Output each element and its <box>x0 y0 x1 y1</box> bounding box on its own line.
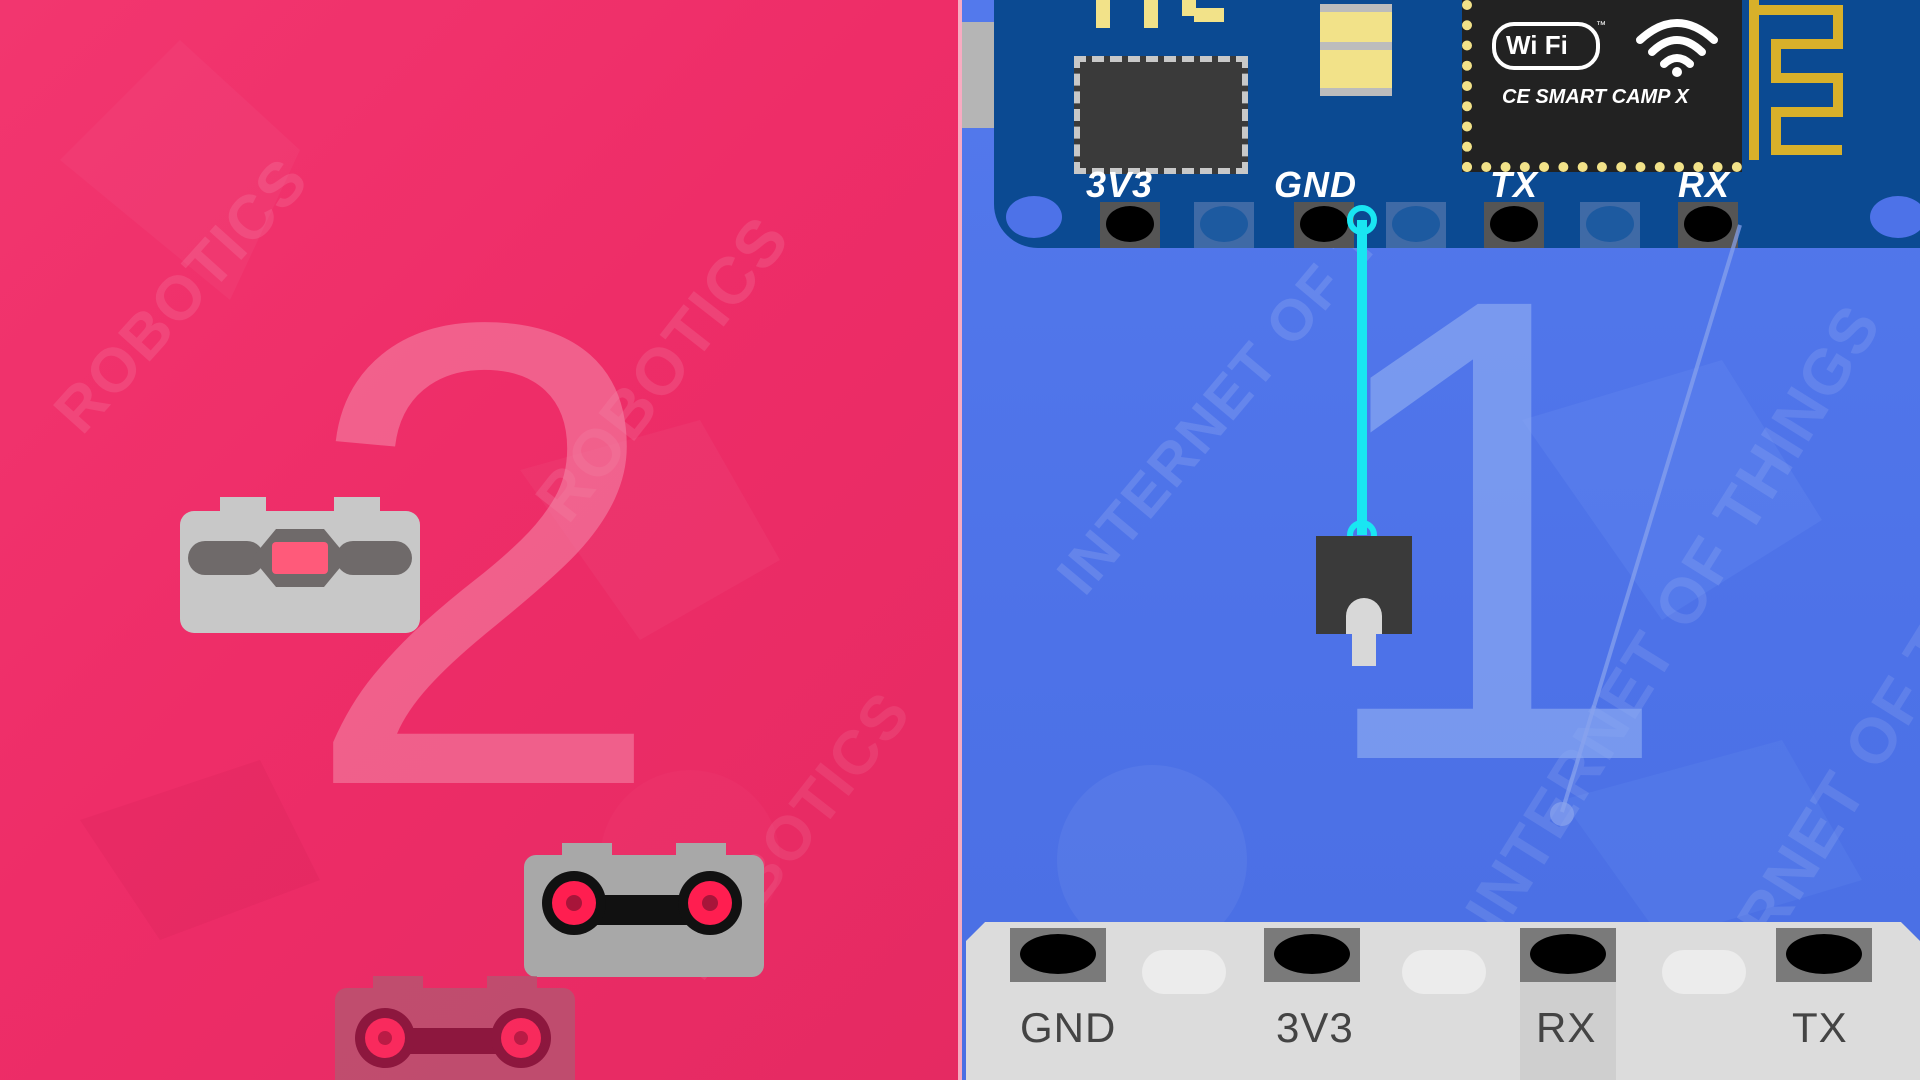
strip-label-gnd: GND <box>1020 1004 1117 1051</box>
strip-label-rx: RX <box>1536 1004 1597 1051</box>
jumper-connector[interactable] <box>1316 536 1412 672</box>
mounting-hole <box>1870 196 1920 238</box>
board-pin-label-tx: TX <box>1490 164 1539 205</box>
wifi-logo-text: Wi Fi <box>1506 30 1568 60</box>
wifi-module: Wi Fi ™ CE SMART CAMP X <box>1462 0 1742 172</box>
module-name: CE SMART CAMP X <box>1502 86 1689 108</box>
strip-label-tx: TX <box>1792 1004 1848 1051</box>
wifi-signal-icon <box>1636 19 1718 77</box>
level-2-panel: ROBOTICS ROBOTICS ROBOTICS 2 <box>0 0 962 1080</box>
robotics-background-art <box>60 40 780 950</box>
level-1-panel: INTERNET OF THINGS INTERNET OF THINGS IN… <box>962 0 1920 1080</box>
chip <box>1074 56 1248 174</box>
board-pin-label-rx: RX <box>1678 164 1731 205</box>
wifi-board[interactable]: Wi Fi ™ CE SMART CAMP X 3V3 GND TX RX <box>994 0 1920 248</box>
strip-pin-tx[interactable] <box>1776 928 1872 982</box>
mounting-hole <box>1006 196 1062 238</box>
ultrasonic-sensor-brick-faded[interactable] <box>335 976 575 1080</box>
strip-label-3v3: 3V3 <box>1276 1004 1354 1051</box>
pad <box>1096 0 1110 28</box>
wifi-trademark: ™ <box>1596 20 1606 31</box>
pad <box>1182 0 1196 16</box>
jumper-pin <box>1352 632 1376 666</box>
strip-rx-highlight <box>1520 982 1616 1080</box>
ultrasonic-sensor-icon <box>524 843 764 977</box>
panel-divider <box>958 0 964 1080</box>
pin-gnd[interactable] <box>1294 202 1354 248</box>
jumper-tip <box>1346 598 1382 634</box>
ultrasonic-sensor-icon <box>335 976 575 1080</box>
pad <box>1194 8 1224 22</box>
wifi-logo: Wi Fi <box>1492 22 1600 70</box>
strip-spacer <box>1662 950 1746 994</box>
capacitor-band <box>1320 42 1392 50</box>
antenna-icon <box>1749 0 1843 160</box>
pin-tx[interactable] <box>1484 202 1544 248</box>
pad <box>1144 0 1158 28</box>
strip-spacer <box>1142 950 1226 994</box>
light-sensor-icon <box>180 497 420 633</box>
pin-spacer <box>1194 202 1254 248</box>
light-sensor-brick[interactable] <box>180 497 420 633</box>
board-pin-label-gnd: GND <box>1274 164 1357 205</box>
strip-pin-3v3[interactable] <box>1264 928 1360 982</box>
capacitor <box>1320 4 1392 96</box>
strip-pin-rx[interactable] <box>1520 928 1616 982</box>
strip-spacer <box>1402 950 1486 994</box>
board-pin-label-3v3: 3V3 <box>1086 164 1154 205</box>
pin-spacer <box>1580 202 1640 248</box>
strip-pin-gnd[interactable] <box>1010 928 1106 982</box>
sensor-pin-strip[interactable]: GND 3V3 RX TX <box>966 922 1920 1080</box>
ultrasonic-sensor-brick[interactable] <box>524 843 764 977</box>
pin-3v3[interactable] <box>1100 202 1160 248</box>
pin-rx[interactable] <box>1678 202 1738 248</box>
pin-spacer <box>1386 202 1446 248</box>
